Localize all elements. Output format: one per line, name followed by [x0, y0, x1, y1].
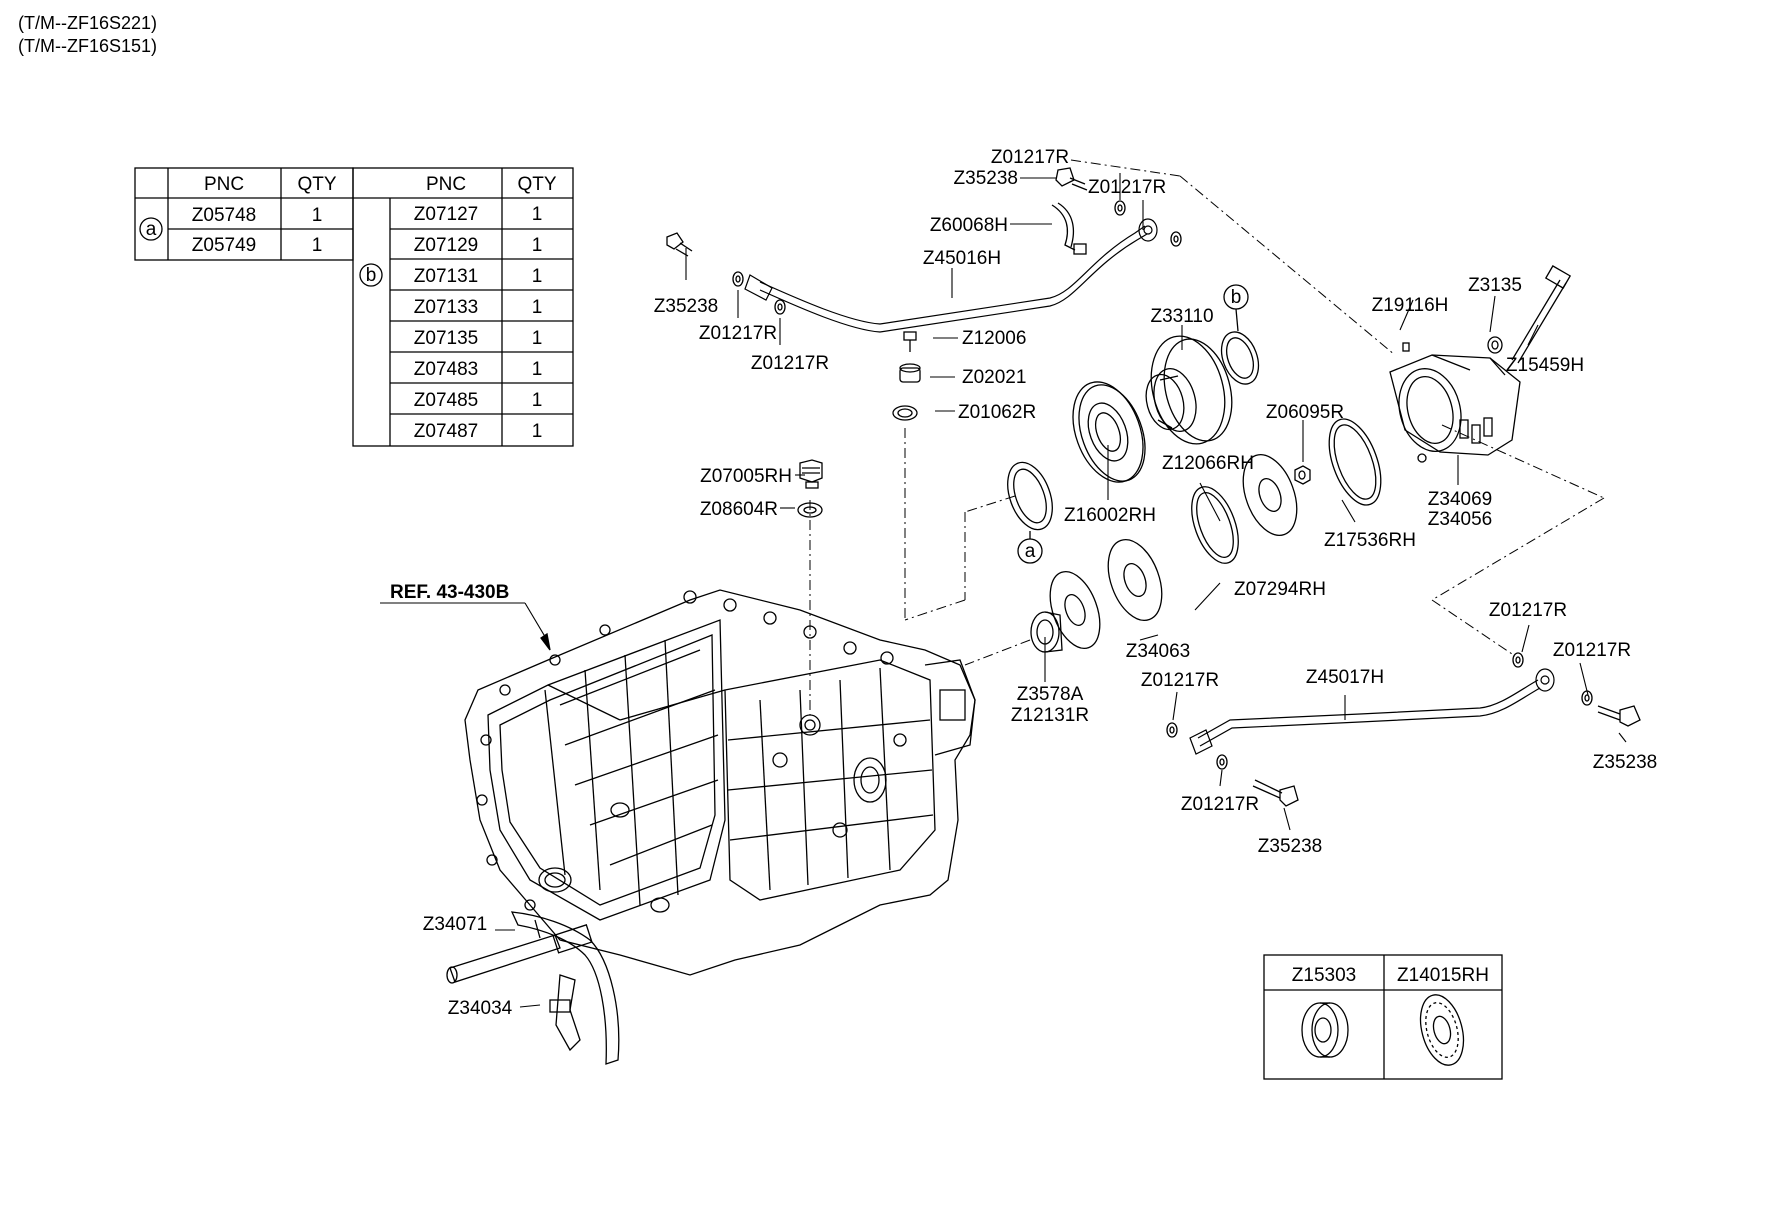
inset-left-label: Z15303: [1292, 965, 1356, 986]
callout-z34071: Z34071: [423, 914, 487, 935]
table-b-row-3-pnc: Z07131: [414, 266, 478, 287]
callout-z34069: Z34069: [1428, 489, 1492, 510]
callout-z06095r: Z06095R: [1266, 402, 1344, 423]
plug-shapes: [892, 331, 921, 421]
callout-z16002rh: Z16002RH: [1064, 505, 1156, 526]
callout-z07294rh: Z07294RH: [1234, 579, 1326, 600]
callout-z01217r-mid-2: Z01217R: [1181, 794, 1259, 815]
callout-z17536rh: Z17536RH: [1324, 530, 1416, 551]
washer-shapes: [732, 200, 1593, 770]
callout-z35238-left: Z35238: [654, 296, 718, 317]
marker-a-label: a: [1025, 541, 1036, 562]
table-b-row-7-pnc: Z07485: [414, 390, 478, 411]
callout-z02021: Z02021: [962, 367, 1026, 388]
table-a-row-1-qty: 1: [312, 205, 323, 226]
callout-z01217r-left-2: Z01217R: [751, 353, 829, 374]
table-b-row-3-qty: 1: [532, 266, 543, 287]
bearing-shape: [1072, 381, 1146, 483]
bolt-shapes-lower: [1252, 705, 1641, 807]
marker-a-table-circle: [139, 217, 163, 241]
table-b-row-2-qty: 1: [532, 235, 543, 256]
inset-box: [1263, 954, 1503, 1080]
table-a-row-1-pnc: Z05748: [192, 205, 256, 226]
callout-z12131r: Z12131R: [1011, 705, 1089, 726]
model-label-2: (T/M--ZF16S151): [18, 36, 158, 56]
flange-shape: [1145, 335, 1233, 445]
callout-z08604r: Z08604R: [700, 499, 778, 520]
callout-z34056: Z34056: [1428, 509, 1492, 530]
table-b-row-1-qty: 1: [532, 204, 543, 225]
callout-z35238-mid: Z35238: [1258, 836, 1322, 857]
callout-z19116h: Z19116H: [1372, 295, 1449, 316]
callout-z45016h: Z45016H: [923, 248, 1001, 269]
table-b-row-8-pnc: Z07487: [414, 421, 478, 442]
inset-disc-shape: [1419, 994, 1465, 1066]
ring-b-shape: [1220, 331, 1260, 385]
ring-z12066rh-shape: [1191, 486, 1239, 564]
table-b-row-4-qty: 1: [532, 297, 543, 318]
callout-z3578a: Z3578A: [1017, 684, 1084, 705]
table-b-row-1-pnc: Z07127: [414, 204, 478, 225]
table-a-row-2-qty: 1: [312, 235, 323, 256]
table-b-col-pnc: PNC: [426, 174, 466, 195]
bolt-shapes-top: [666, 167, 1088, 257]
callout-z33110: Z33110: [1150, 306, 1213, 327]
inset-right-label: Z14015RH: [1397, 965, 1489, 986]
callout-z01217r-right-1: Z01217R: [1489, 600, 1567, 621]
callout-z35238-right: Z35238: [1593, 752, 1657, 773]
table-a-row-2-pnc: Z05749: [192, 235, 256, 256]
inset-gear-shape: [1301, 1002, 1349, 1058]
table-b-row-6-pnc: Z07483: [414, 359, 478, 380]
marker-b-table-circle: [359, 263, 383, 287]
pin-shape: [1402, 342, 1410, 352]
table-b-row-6-qty: 1: [532, 359, 543, 380]
nut-shape: [1294, 465, 1311, 485]
seal-z3578a-shape: [1030, 611, 1063, 653]
callout-z34034: Z34034: [448, 998, 513, 1019]
callout-z12066rh: Z12066RH: [1162, 453, 1254, 474]
ring-a-shape: [1007, 461, 1053, 531]
transmission-housing-shape: [464, 589, 976, 976]
table-b-row-5-pnc: Z07135: [414, 328, 478, 349]
table-b-row-5-qty: 1: [532, 328, 543, 349]
callout-z15459h: Z15459H: [1506, 355, 1584, 376]
callout-z01217r-mid-1: Z01217R: [1141, 670, 1219, 691]
shim-shape: [1242, 454, 1298, 536]
table-b-row-8-qty: 1: [532, 421, 543, 442]
callout-z45017h: Z45017H: [1306, 667, 1384, 688]
table-a-marker: a: [146, 219, 157, 240]
ref-label: REF. 43-430B: [390, 582, 509, 603]
table-b-row-2-pnc: Z07129: [414, 235, 478, 256]
table-b-marker: b: [366, 265, 377, 286]
callout-z01062r: Z01062R: [958, 402, 1036, 423]
callout-z07005rh: Z07005RH: [700, 466, 792, 487]
callout-z01217r-right-2: Z01217R: [1553, 640, 1631, 661]
callout-z3135: Z3135: [1468, 275, 1522, 296]
callout-z34063: Z34063: [1126, 641, 1190, 662]
callout-z12006: Z12006: [962, 328, 1026, 349]
table-b-row-4-pnc: Z07133: [414, 297, 478, 318]
pipe-lower-shape: [1189, 668, 1555, 755]
callout-z01217r-left-1: Z01217R: [699, 323, 777, 344]
pipe-upper-shape: [744, 218, 1158, 333]
oring-shape: [1328, 418, 1382, 506]
callout-z60068h: Z60068H: [930, 215, 1008, 236]
table-a-col-qty: QTY: [297, 174, 336, 195]
callout-z01217r-top-2: Z01217R: [1088, 177, 1166, 198]
callout-z35238-top: Z35238: [954, 168, 1018, 189]
breather-shapes: [797, 459, 823, 518]
model-label-1: (T/M--ZF16S221): [18, 13, 158, 33]
housing-shape: [1389, 354, 1521, 463]
pnc-table: [134, 167, 574, 447]
shift-fork-shape: [510, 911, 620, 1065]
table-a-col-pnc: PNC: [204, 174, 244, 195]
stud-shape: [1511, 265, 1572, 364]
table-b-row-7-qty: 1: [532, 390, 543, 411]
callout-z01217r-top-1: Z01217R: [991, 147, 1069, 168]
marker-b-label: b: [1231, 287, 1242, 308]
table-b-col-qty: QTY: [517, 174, 556, 195]
